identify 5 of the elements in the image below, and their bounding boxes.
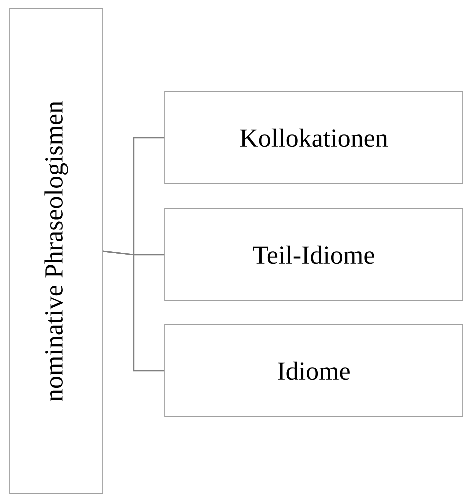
- subcategory-box: Teil-Idiome: [164, 208, 464, 302]
- subcategory-box: Idiome: [164, 324, 464, 418]
- connector-line: [103, 250, 165, 372]
- category-box: nominative Phraseologismen: [10, 8, 104, 494]
- subcategory-box: Kollokationen: [164, 92, 464, 184]
